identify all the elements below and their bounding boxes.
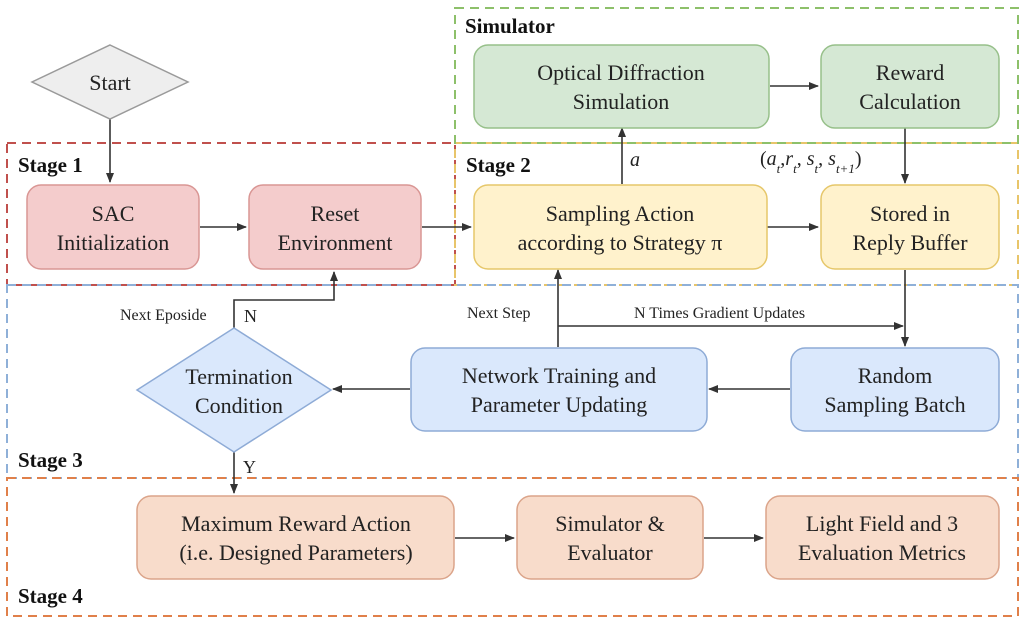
random-sampling-line1: Random bbox=[858, 363, 933, 388]
sac-initialization-line2: Initialization bbox=[57, 230, 169, 255]
sac-initialization-line1: SAC bbox=[92, 201, 135, 226]
light-field-line2: Evaluation Metrics bbox=[798, 540, 966, 565]
maximum-reward-line1: Maximum Reward Action bbox=[181, 511, 411, 536]
network-training-line1: Network Training and bbox=[462, 363, 656, 388]
sampling-action-line2: according to Strategy π bbox=[518, 230, 723, 255]
optical-simulation-line2: Simulation bbox=[573, 89, 670, 114]
reward-calculation-line2: Calculation bbox=[859, 89, 960, 114]
stage3-label: Stage 3 bbox=[18, 448, 83, 472]
stage2-label: Stage 2 bbox=[466, 153, 531, 177]
optical-simulation-line1: Optical Diffraction bbox=[537, 60, 705, 85]
edge-termination-no bbox=[233, 271, 338, 328]
reset-environment-node: Reset Environment bbox=[248, 184, 422, 270]
termination-condition-node: Termination Condition bbox=[135, 327, 333, 453]
reward-calculation-node: Reward Calculation bbox=[820, 44, 1000, 129]
simulator-evaluator-node: Simulator & Evaluator bbox=[516, 495, 704, 580]
transition-label: (at,rt, st, st+1) bbox=[760, 148, 862, 176]
simulator-region bbox=[454, 7, 1019, 144]
sampling-action-node: Sampling Action according to Strategy π bbox=[473, 184, 768, 270]
stage2-region bbox=[454, 142, 1019, 286]
simulator-evaluator-line2: Evaluator bbox=[567, 540, 653, 565]
stage1-label: Stage 1 bbox=[18, 153, 83, 177]
no-label: N bbox=[244, 306, 257, 326]
stage4-region bbox=[6, 477, 1019, 617]
network-training-node: Network Training and Parameter Updating bbox=[410, 347, 708, 432]
reward-calculation-line1: Reward bbox=[876, 60, 944, 85]
next-step-label: Next Step bbox=[467, 305, 531, 322]
maximum-reward-line2: (i.e. Designed Parameters) bbox=[179, 540, 412, 565]
reset-environment-line2: Environment bbox=[278, 230, 393, 255]
stored-buffer-line1: Stored in bbox=[870, 201, 950, 226]
network-training-line2: Parameter Updating bbox=[471, 392, 648, 417]
next-episode-label: Next Eposide bbox=[120, 307, 207, 324]
stored-buffer-node: Stored in Reply Buffer bbox=[820, 184, 1000, 270]
termination-line2: Condition bbox=[195, 393, 283, 418]
start-label: Start bbox=[89, 70, 131, 95]
sac-initialization-node: SAC Initialization bbox=[26, 184, 200, 270]
action-label: a bbox=[630, 149, 640, 171]
start-node: Start bbox=[30, 44, 190, 120]
light-field-line1: Light Field and 3 bbox=[806, 511, 958, 536]
termination-line1: Termination bbox=[185, 364, 292, 389]
reset-environment-line1: Reset bbox=[311, 201, 360, 226]
stage4-label: Stage 4 bbox=[18, 584, 83, 608]
stored-buffer-line2: Reply Buffer bbox=[852, 230, 968, 255]
light-field-node: Light Field and 3 Evaluation Metrics bbox=[765, 495, 1000, 580]
stage3-region bbox=[6, 284, 1019, 479]
gradient-updates-label: N Times Gradient Updates bbox=[634, 305, 805, 322]
simulator-evaluator-line1: Simulator & bbox=[555, 511, 664, 536]
yes-label: Y bbox=[243, 457, 256, 477]
maximum-reward-node: Maximum Reward Action (i.e. Designed Par… bbox=[136, 495, 455, 580]
random-sampling-line2: Sampling Batch bbox=[824, 392, 965, 417]
sampling-action-line1: Sampling Action bbox=[546, 201, 695, 226]
random-sampling-node: Random Sampling Batch bbox=[790, 347, 1000, 432]
simulator-label: Simulator bbox=[465, 14, 555, 38]
optical-simulation-node: Optical Diffraction Simulation bbox=[473, 44, 770, 129]
